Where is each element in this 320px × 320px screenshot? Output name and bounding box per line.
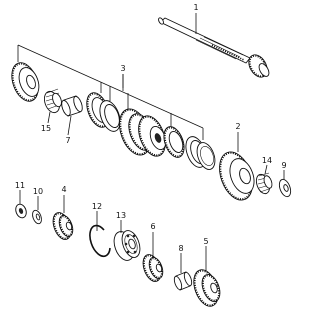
part-3-gear-left [11, 62, 40, 102]
label-part-2: 2 [235, 122, 240, 131]
part-labels: 1 2 3 4 5 6 7 8 9 10 11 12 13 14 15 [15, 3, 287, 253]
part-4-gear [52, 212, 74, 240]
part-3-synchro-hub [119, 108, 167, 157]
part-3-synchro-ring-b [99, 100, 121, 132]
part-11-locknut [15, 203, 27, 219]
part-1-mainshaft [158, 17, 270, 78]
part-12-snap-ring [89, 224, 111, 257]
part-2-gear [219, 151, 255, 201]
label-part-12: 12 [92, 202, 102, 211]
label-part-7: 7 [65, 136, 70, 145]
leader-lines [17, 13, 285, 273]
part-3-synchro-ring-e [196, 142, 216, 170]
label-part-9: 9 [281, 161, 286, 170]
exploded-parts-diagram: 1 2 3 4 5 6 7 8 9 10 11 12 13 14 15 [11, 3, 292, 307]
label-part-15: 15 [41, 124, 51, 133]
label-part-14: 14 [262, 156, 272, 165]
part-8-collar [173, 271, 193, 291]
label-part-4: 4 [61, 185, 66, 194]
label-part-11: 11 [15, 181, 25, 190]
label-part-13: 13 [116, 211, 126, 220]
part-6-gear [142, 254, 164, 282]
label-part-10: 10 [33, 187, 43, 196]
part-14-needle-bearing [255, 172, 273, 195]
part-13-ball-bearing [113, 230, 141, 261]
diagram-canvas: 1 2 3 4 5 6 7 8 9 10 11 12 13 14 15 [11, 3, 292, 307]
label-part-6: 6 [150, 222, 155, 231]
part-15-needle-bearing [43, 88, 62, 114]
part-9-thrust-washer [278, 178, 292, 198]
part-7-collar [61, 95, 83, 117]
label-part-3: 3 [120, 64, 125, 73]
label-part-5: 5 [203, 237, 208, 246]
label-part-8: 8 [178, 244, 183, 253]
part-5-gear [193, 269, 221, 307]
part-10-washer [32, 209, 42, 225]
part-3-synchro-ring-c [163, 126, 185, 158]
label-part-1: 1 [193, 3, 198, 12]
